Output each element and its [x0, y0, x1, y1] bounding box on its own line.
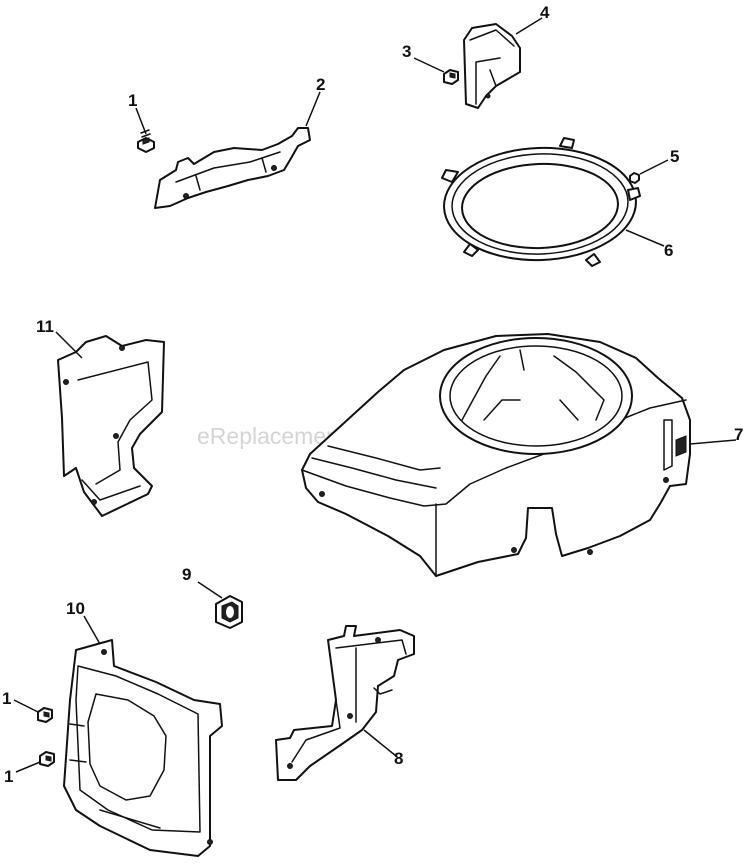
part-9-grommet [215, 595, 243, 629]
part-1-screw-shroud-lower [39, 751, 55, 767]
leader-1-shroud-upper [13, 699, 39, 713]
part-5-screw [629, 172, 640, 184]
callout-5: 5 [670, 147, 679, 166]
part-2-bracket [154, 127, 311, 209]
leader-4 [515, 17, 543, 35]
callout-1-shroud-upper: 1 [2, 689, 11, 708]
callout-10: 10 [66, 599, 85, 618]
leader-8 [363, 729, 397, 757]
part-8-bracket [275, 625, 415, 781]
callout-7: 7 [734, 425, 743, 444]
leader-7 [689, 439, 737, 445]
leader-1-shroud-lower [15, 761, 41, 773]
callout-9: 9 [182, 565, 191, 584]
part-10-shroud [63, 639, 223, 857]
callout-3: 3 [402, 42, 411, 61]
leader-9 [197, 581, 223, 599]
callout-11: 11 [36, 317, 54, 336]
part-3-screw [443, 69, 459, 85]
part-1-screw-top [137, 129, 155, 153]
callout-6: 6 [664, 241, 673, 260]
callout-1-top: 1 [128, 91, 137, 110]
leader-2 [305, 91, 321, 127]
leader-3 [413, 57, 445, 73]
leader-1-top [135, 107, 147, 135]
callout-2: 2 [316, 75, 325, 94]
callout-1-shroud-lower: 1 [4, 767, 13, 786]
leader-11 [55, 331, 83, 359]
part-1-screw-shroud-upper [37, 707, 53, 723]
callout-8: 8 [394, 749, 403, 768]
callout-4: 4 [540, 3, 550, 22]
part-7-blower-housing [301, 333, 691, 577]
leader-10 [83, 615, 101, 645]
part-11-shield [57, 335, 165, 517]
part-6-ring [441, 137, 641, 267]
leader-5 [639, 159, 669, 175]
leader-6 [625, 229, 665, 247]
part-4-cover [463, 23, 521, 109]
